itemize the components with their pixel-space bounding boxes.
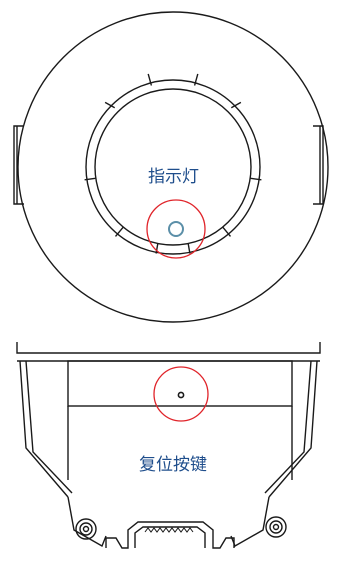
left-spring-leg bbox=[19, 360, 73, 498]
right-spring-leg bbox=[264, 360, 318, 498]
indicator-label: 指示灯 bbox=[148, 167, 199, 187]
outer-housing bbox=[17, 11, 329, 323]
reset-button-label: 复位按键 bbox=[139, 455, 207, 475]
indicator-highlight bbox=[146, 199, 206, 259]
side-body bbox=[67, 360, 293, 407]
reset-highlight bbox=[153, 366, 209, 422]
top-view bbox=[13, 11, 329, 323]
side-view bbox=[16, 342, 321, 549]
reset-button-hole-icon bbox=[177, 391, 185, 399]
terminal-teeth bbox=[144, 527, 194, 533]
bottom-bracket bbox=[105, 521, 235, 549]
top-rim bbox=[16, 342, 321, 354]
left-clip bbox=[13, 125, 24, 205]
light-ring-inner bbox=[94, 88, 252, 246]
right-screw-icon bbox=[265, 516, 287, 538]
light-ring-outer bbox=[85, 79, 261, 255]
ring-segments bbox=[84, 73, 262, 254]
left-screw-icon bbox=[75, 518, 97, 540]
right-clip bbox=[313, 125, 324, 205]
indicator-led-icon bbox=[168, 221, 184, 237]
